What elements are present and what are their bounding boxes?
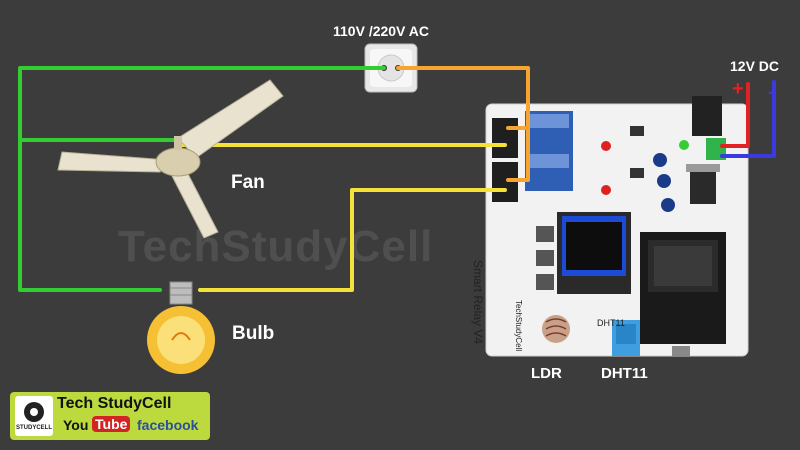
relay-board (485, 96, 749, 357)
live-wire (396, 66, 530, 182)
badge-title: Tech StudyCell (57, 395, 172, 412)
minus-sign: - (768, 81, 775, 103)
watermark: TechStudyCell (118, 222, 434, 271)
light-bulb (147, 281, 215, 374)
dht11-label: DHT11 (601, 365, 648, 382)
plus-sign: + (732, 78, 744, 100)
ldr-sensor (542, 315, 570, 343)
bulb-label: Bulb (232, 323, 275, 344)
ceiling-fan (57, 79, 284, 239)
logo-caption: STUDYCELL (16, 425, 52, 431)
youtube-you[interactable]: You (63, 417, 89, 433)
fan-label: Fan (231, 172, 265, 193)
ac-source-label: 110V /220V AC (333, 23, 429, 39)
channel-logo-icon: STUDYCELL (15, 396, 53, 436)
dht-chip-label: DHT11 (597, 318, 625, 328)
youtube-tube[interactable]: Tube (92, 416, 131, 432)
relay-terminal-1 (492, 118, 518, 158)
push-button-2 (536, 250, 554, 266)
dc-positive-wire (720, 82, 750, 148)
board-name: Smart Relay V4 (471, 260, 485, 345)
bulb-wire (198, 188, 507, 292)
push-button-3 (536, 274, 554, 290)
board-brand: TechStudyCell (514, 300, 523, 352)
dc-jack (692, 96, 722, 136)
dc-source-label: 12V DC (730, 58, 780, 74)
dc-negative-wire (720, 80, 776, 158)
ldr-label: LDR (531, 365, 562, 382)
neutral-wire (18, 66, 386, 292)
facebook-link[interactable]: facebook (137, 417, 199, 433)
channel-badge[interactable]: STUDYCELL Tech StudyCell You Tube facebo… (10, 392, 210, 440)
push-button-1 (536, 226, 554, 242)
